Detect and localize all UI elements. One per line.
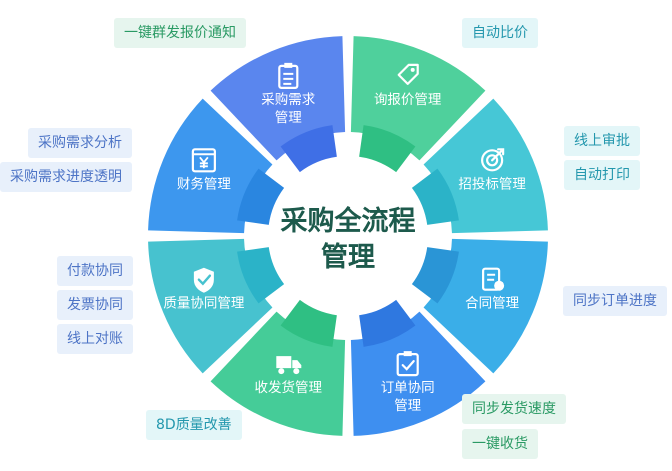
tag-one-click-receive: 一键收货 bbox=[462, 429, 538, 459]
segment-shoufahuo-ring bbox=[280, 299, 337, 347]
segment-xuqiu-block bbox=[210, 36, 346, 161]
tag-payment-collab: 付款协同 bbox=[57, 256, 133, 286]
segment-zhiliang-ring bbox=[237, 247, 285, 304]
segment-zhiliang-label: 质量协同管理 bbox=[163, 296, 244, 312]
tag-sync-order-progress: 同步订单进度 bbox=[563, 286, 667, 316]
segment-dingdan-ring bbox=[359, 299, 416, 347]
target-icon bbox=[481, 148, 505, 172]
segment-caiwu-block bbox=[148, 98, 273, 234]
segment-xuqiu-ring bbox=[280, 125, 337, 173]
segment-xuqiu-label: 管理 bbox=[275, 110, 302, 126]
contract-icon bbox=[482, 267, 505, 291]
segment-dingdan-label: 管理 bbox=[394, 398, 421, 414]
segment-hetong: 合同管理 bbox=[411, 238, 548, 374]
segment-hetong-block bbox=[423, 238, 548, 374]
segment-zhiliang: 质量协同管理 bbox=[148, 238, 285, 374]
segment-xunbaojia-label: 询报价管理 bbox=[374, 92, 442, 108]
tag-demand-analysis: 采购需求分析 bbox=[28, 128, 132, 158]
center-title-line1: 采购全流程 bbox=[281, 205, 416, 237]
segment-xunbaojia-block bbox=[350, 36, 486, 161]
center-title-line2: 管理 bbox=[321, 242, 375, 273]
segment-zhaotoubiao-ring bbox=[411, 168, 459, 225]
center-disc bbox=[270, 158, 426, 314]
tag-8d-quality: 8D质量改善 bbox=[146, 410, 242, 440]
segment-zhaotoubiao-label: 招投标管理 bbox=[458, 176, 526, 192]
tag-auto-print: 自动打印 bbox=[564, 160, 640, 190]
tag-sync-shipping-speed: 同步发货速度 bbox=[462, 394, 566, 424]
tag-bulk-quote-notify: 一键群发报价通知 bbox=[114, 18, 246, 48]
tag-online-reconcile: 线上对账 bbox=[57, 324, 133, 354]
order-icon bbox=[396, 351, 419, 377]
segment-xuqiu-label: 采购需求 bbox=[261, 92, 315, 108]
segment-caiwu-ring bbox=[237, 168, 285, 225]
tag-auto-price-compare: 自动比价 bbox=[462, 18, 538, 48]
tag-demand-progress: 采购需求进度透明 bbox=[0, 162, 132, 192]
segment-shoufahuo: 收发货管理 bbox=[210, 299, 346, 436]
segment-shoufahuo-label: 收发货管理 bbox=[255, 379, 323, 396]
segment-xunbaojia: 询报价管理 bbox=[350, 36, 486, 173]
tag-online-approval: 线上审批 bbox=[564, 126, 640, 156]
segment-caiwu-label: 财务管理 bbox=[177, 176, 231, 192]
segment-hetong-label: 合同管理 bbox=[465, 296, 519, 312]
segment-zhaotoubiao: 招投标管理 bbox=[411, 98, 548, 234]
tag-invoice-collab: 发票协同 bbox=[57, 290, 133, 320]
segment-zhiliang-block bbox=[148, 238, 273, 374]
yen-icon bbox=[191, 148, 216, 173]
shield-icon bbox=[193, 267, 214, 293]
segment-hetong-ring bbox=[411, 247, 459, 304]
tag-icon bbox=[397, 63, 419, 85]
truck-icon bbox=[276, 356, 302, 375]
segment-caiwu: 财务管理 bbox=[148, 98, 285, 234]
segment-xunbaojia-ring bbox=[359, 125, 416, 173]
clipboard-icon bbox=[278, 62, 299, 89]
segment-zhaotoubiao-block bbox=[423, 98, 548, 234]
segment-shoufahuo-block bbox=[210, 311, 346, 436]
segment-dingdan-label: 订单协同 bbox=[381, 380, 435, 396]
